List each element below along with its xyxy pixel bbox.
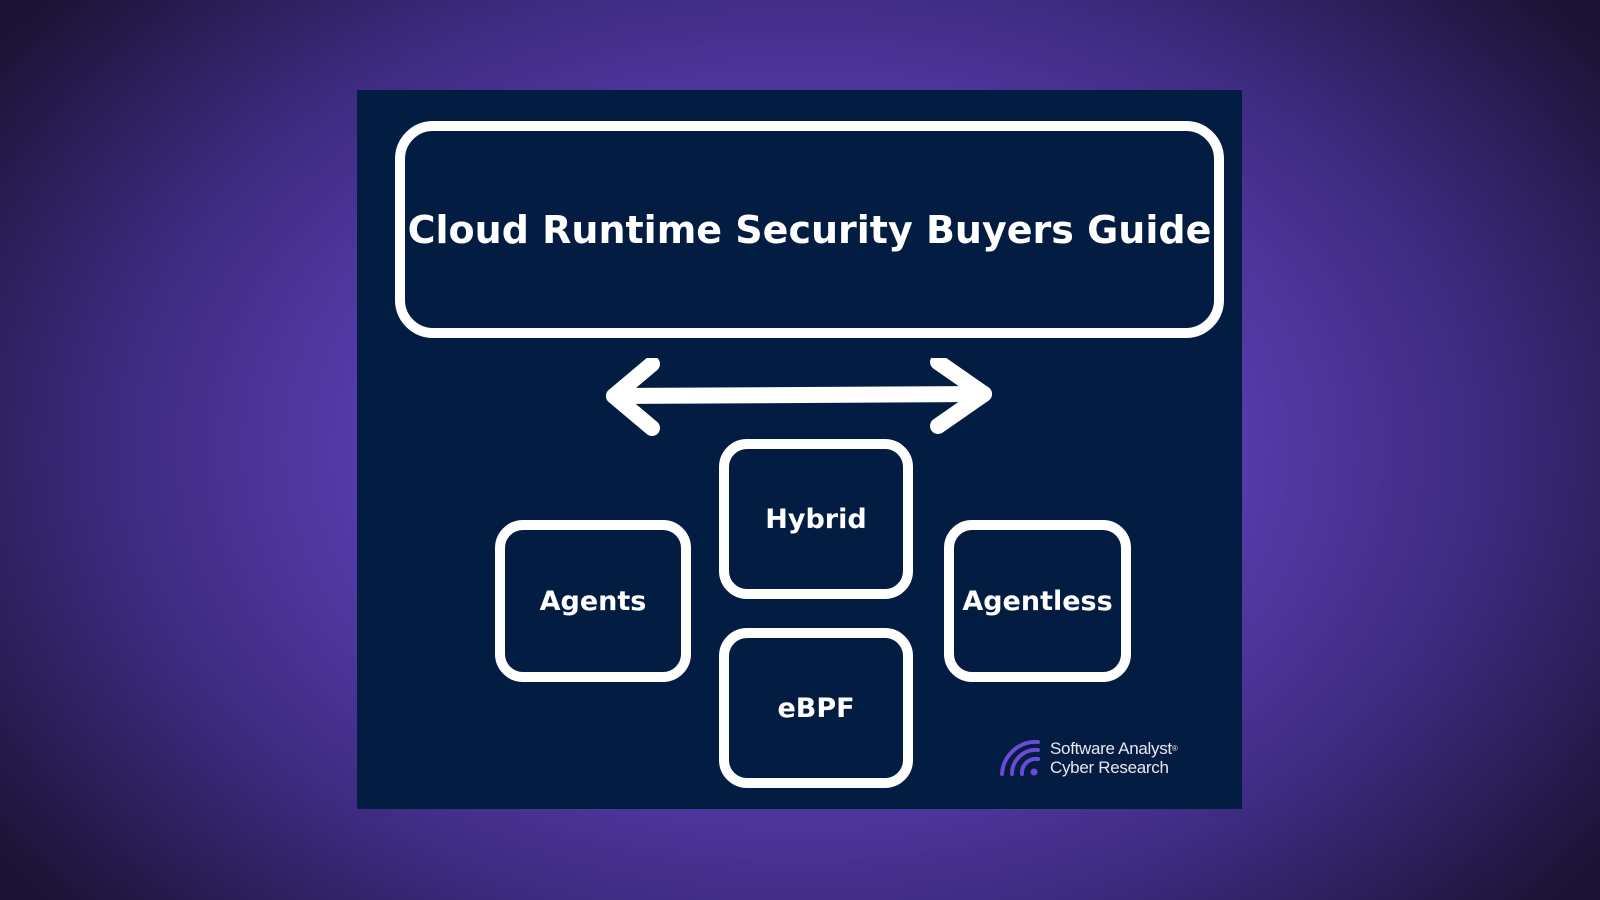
title-box: Cloud Runtime Security Buyers Guide	[395, 121, 1224, 338]
ebpf-label: eBPF	[777, 692, 855, 724]
signal-icon	[1000, 739, 1040, 776]
agents-label: Agents	[539, 585, 647, 617]
double-arrow-icon	[606, 358, 992, 436]
agentless-box: Agentless	[944, 520, 1131, 682]
agents-box: Agents	[495, 520, 691, 682]
logo: Software Analyst® Cyber Research	[998, 738, 1178, 778]
diagram-panel: Cloud Runtime Security Buyers Guide Hybr…	[357, 90, 1242, 809]
logo-line2: Cyber Research	[1050, 758, 1169, 777]
logo-line1: Software Analyst	[1050, 739, 1172, 758]
hybrid-label: Hybrid	[765, 503, 867, 535]
agentless-label: Agentless	[962, 585, 1113, 617]
title-text: Cloud Runtime Security Buyers Guide	[407, 207, 1212, 252]
ebpf-box: eBPF	[719, 628, 913, 788]
hybrid-box: Hybrid	[719, 439, 913, 599]
registered-mark: ®	[1171, 744, 1178, 753]
